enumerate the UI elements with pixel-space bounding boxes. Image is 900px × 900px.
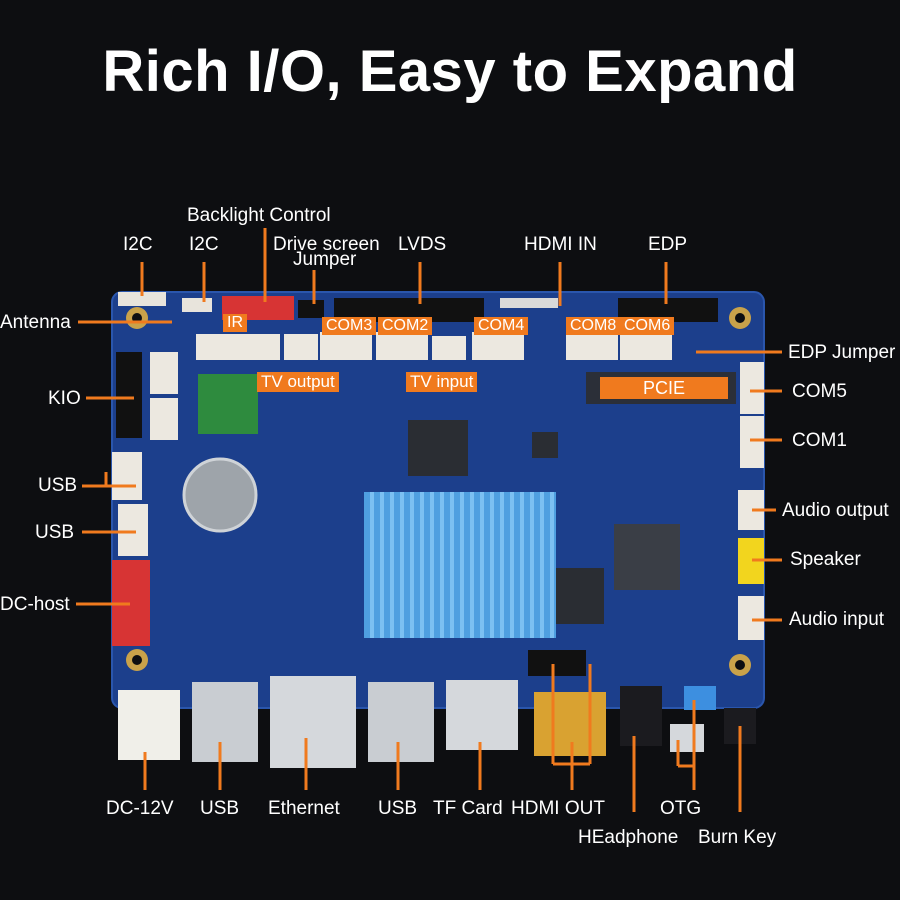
tv-out-connector [284,334,318,360]
coin-battery [182,457,258,533]
com5-connector [740,362,764,414]
label-edp: EDP [648,234,688,255]
ram-chip [556,568,604,624]
callout-lines [76,228,782,812]
usb-header-1 [112,452,142,500]
label-backlight-control: Backlight Control [187,205,331,226]
dc-12v-jack [118,690,180,760]
label-usb-bottom-1: USB [200,798,240,819]
otg-connector [684,686,716,710]
label-i2c-1: I2C [123,234,153,255]
hdmi-header [528,650,586,676]
label-jumper: Jumper [293,249,357,270]
tag-tv-input: TV input [406,372,478,392]
i2c-connector [118,292,166,306]
label-i2c-2: I2C [189,234,219,255]
label-hdmi-out: HDMI OUT [511,798,605,819]
otg-port [670,724,704,752]
label-audio-input: Audio input [789,609,885,630]
hdmi-out-port [534,692,606,756]
left-white-connector [150,352,178,394]
label-burn-key: Burn Key [698,827,777,848]
emmc-chip [408,420,468,476]
tag-pcie: PCIE [600,377,728,399]
kio-header [116,352,142,438]
com8-connector [566,332,618,360]
label-com1: COM1 [792,430,847,451]
tag-com3: COM3 [322,317,377,335]
cpu-chip [614,524,680,590]
headphone-jack [620,686,662,746]
heatsink [364,492,556,638]
label-kio: KIO [48,388,81,409]
left-white-connector-2 [150,398,178,440]
i2c-connector-2 [182,298,212,312]
label-usb-left-1: USB [38,475,78,496]
tag-com4: COM4 [474,317,529,335]
tv-in-connector [432,336,466,360]
page-title: Rich I/O, Easy to Expand [102,39,798,104]
usb-port-1 [192,682,258,762]
label-headphone: HEadphone [578,827,679,848]
jumper-pins [298,300,324,318]
tag-ir: IR [223,314,247,332]
com6-connector [620,332,672,360]
usb-header-2 [118,504,148,556]
label-dc-12v: DC-12V [106,798,174,819]
wifi-module [198,374,258,434]
hdmi-in-connector [500,298,558,308]
label-com5: COM5 [792,381,847,402]
com1-connector [740,416,764,468]
audio-input-connector [738,596,764,640]
label-drive-screen: Drive screen [273,234,380,255]
usb-port-2 [368,682,434,762]
label-ethernet: Ethernet [268,798,340,819]
tf-card-slot [446,680,518,750]
com4-connector [472,332,524,360]
label-tf-card: TF Card [433,798,503,819]
label-otg: OTG [660,798,702,819]
label-lvds: LVDS [398,234,447,255]
tag-com2: COM2 [378,317,433,335]
label-edp-jumper: EDP Jumper [788,342,896,363]
label-speaker: Speaker [790,549,861,570]
label-audio-output: Audio output [782,500,889,521]
com2-connector [376,332,428,360]
tag-tv-output: TV output [257,372,339,392]
tag-com6: COM6 [620,317,675,335]
tag-com8: COM8 [566,317,621,335]
com3-connector [320,332,372,360]
small-chip [532,432,558,458]
ethernet-port [270,676,356,768]
label-hdmi-in: HDMI IN [524,234,597,255]
label-antenna: Antenna [0,312,71,333]
label-usb-bottom-2: USB [378,798,418,819]
ir-connector [196,334,280,360]
label-usb-left-2: USB [35,522,75,543]
label-dc-host: DC-host [0,594,70,615]
